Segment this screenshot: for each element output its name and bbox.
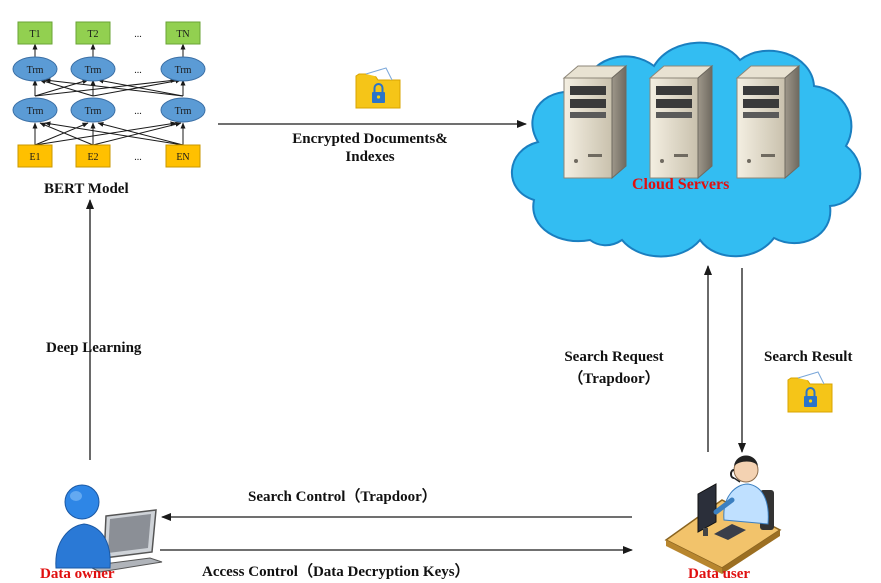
trm-node xyxy=(12,97,58,123)
trm-node xyxy=(160,97,206,123)
server-icon xyxy=(649,65,713,179)
trm-label: Trm xyxy=(175,65,192,76)
bert-output-label: TN xyxy=(176,29,189,40)
search-request-line1: Search Request xyxy=(564,349,664,365)
trm-label: Trm xyxy=(27,106,44,117)
trm-label: Trm xyxy=(175,106,192,117)
bert-input-label: E2 xyxy=(87,152,98,163)
bert-output-label: T1 xyxy=(29,29,40,40)
bert-input-box xyxy=(75,144,111,168)
trm-node xyxy=(70,97,116,123)
trm-dots: ... xyxy=(134,106,142,117)
folder-lock-icon xyxy=(787,371,833,413)
bert-output-label: T2 xyxy=(87,29,98,40)
bert-input-box xyxy=(17,144,53,168)
data-owner-icon xyxy=(55,484,163,573)
data-user-label: Data user xyxy=(688,566,751,582)
access-control-label: Access Control（Data Decryption Keys） xyxy=(202,564,470,580)
search-request-line2: （Trapdoor） xyxy=(568,371,660,387)
encrypted-docs-line2: Indexes xyxy=(345,149,395,165)
trm-node xyxy=(160,56,206,82)
bert-model-title: BERT Model xyxy=(44,181,129,197)
deep-learning-label: Deep Learning xyxy=(46,340,142,356)
cloud-servers-label: Cloud Servers xyxy=(632,176,730,193)
trm-label: Trm xyxy=(85,106,102,117)
bert-output-dots: ... xyxy=(134,29,142,40)
bert-output-box xyxy=(165,21,201,45)
search-request-label: Search Request （Trapdoor） xyxy=(546,348,682,388)
search-result-label: Search Result xyxy=(764,349,853,365)
folder-lock-icon xyxy=(355,67,401,109)
trm-node xyxy=(70,56,116,82)
trm-label: Trm xyxy=(85,65,102,76)
bert-output-box xyxy=(17,21,53,45)
bert-connections xyxy=(32,43,186,146)
bert-input-label: E1 xyxy=(29,152,40,163)
bert-input-dots: ... xyxy=(134,152,142,163)
server-icon xyxy=(736,65,800,179)
trm-node xyxy=(12,56,58,82)
trm-dots: ... xyxy=(134,65,142,76)
encrypted-docs-label: Encrypted Documents& Indexes xyxy=(240,130,500,166)
encrypted-docs-line1: Encrypted Documents& xyxy=(292,131,448,147)
data-user-icon xyxy=(664,455,782,574)
server-icon xyxy=(563,65,627,179)
bert-input-label: EN xyxy=(176,152,189,163)
bert-model: T1 T2 ... TN Trm Trm ... Trm Trm Trm ...… xyxy=(12,21,206,168)
search-control-label: Search Control（Trapdoor） xyxy=(248,489,437,505)
trm-label: Trm xyxy=(27,65,44,76)
bert-output-box xyxy=(75,21,111,45)
data-owner-label: Data owner xyxy=(40,566,115,582)
bert-input-box xyxy=(165,144,201,168)
